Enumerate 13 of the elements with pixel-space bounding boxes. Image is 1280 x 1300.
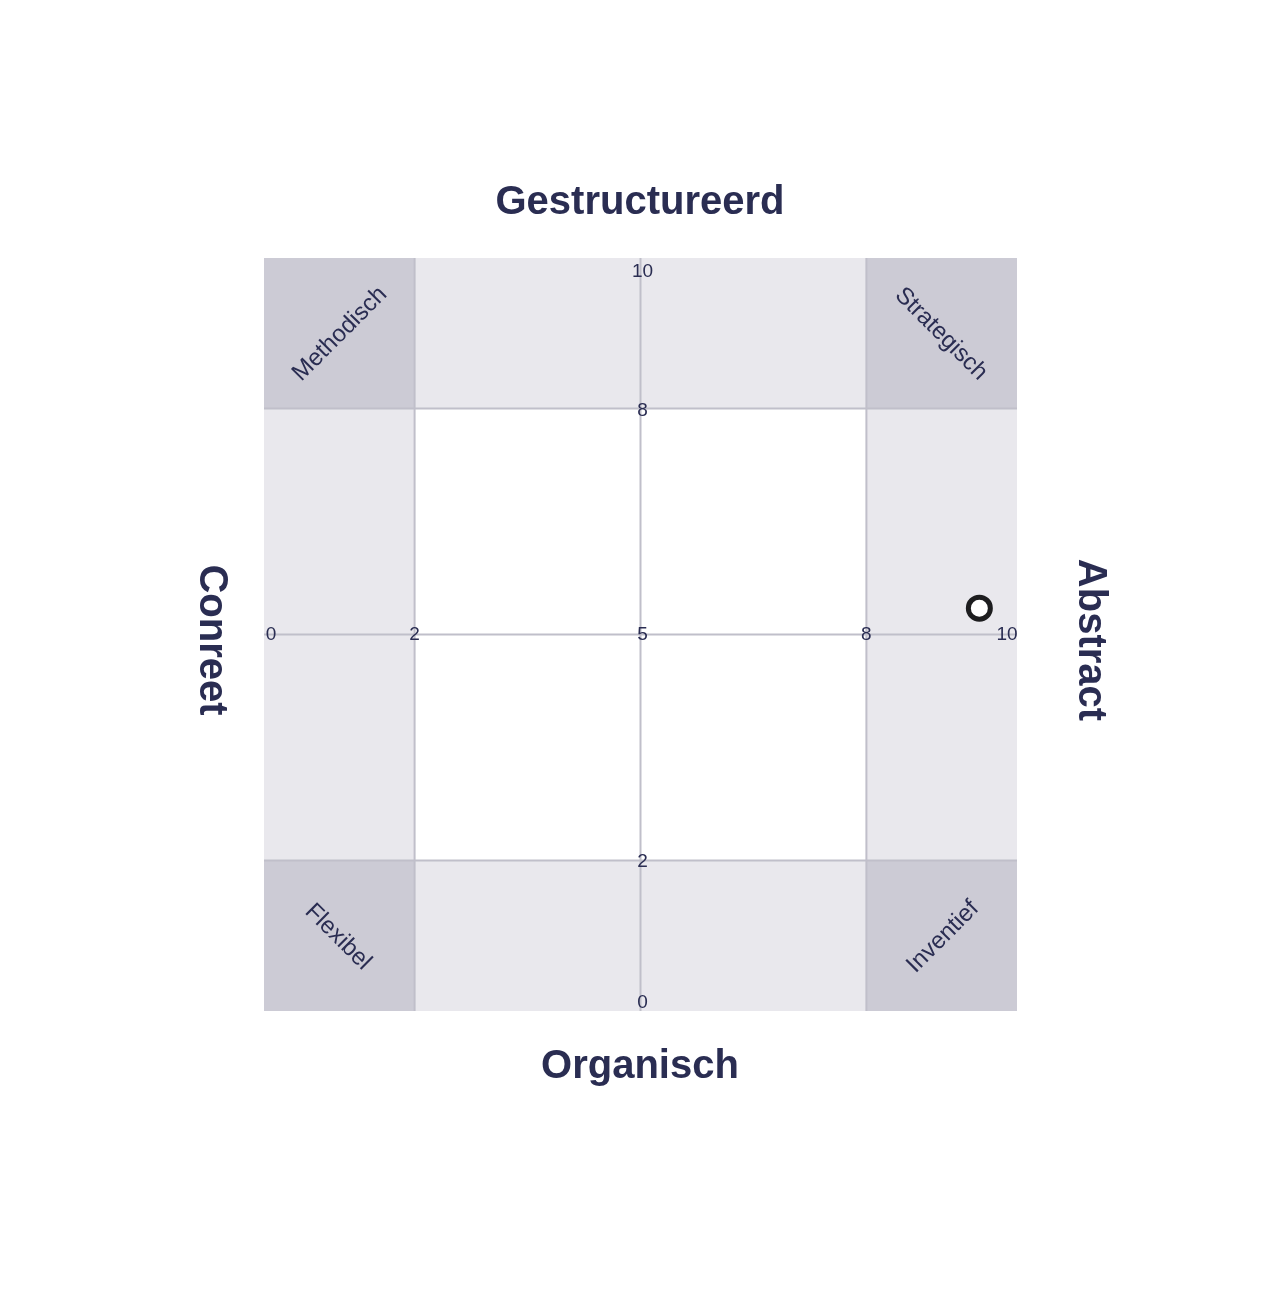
- axis-tick-label: 0: [265, 623, 277, 642]
- axis-pole-label: Abstract: [1069, 558, 1115, 722]
- axis-tick-label: 10: [631, 260, 654, 280]
- axis-pole-label: Organisch: [541, 1041, 739, 1087]
- axis-pole-label: Conreet: [190, 564, 236, 716]
- axis-pole-label: Gestructureerd: [495, 177, 785, 223]
- axis-tick-label: 8: [861, 623, 872, 642]
- axis-tick-label: 0: [637, 991, 648, 1011]
- axis-tick-label: 10: [996, 623, 1018, 642]
- axis-tick-label: 5: [637, 623, 648, 642]
- axis-tick-label: 8: [637, 399, 648, 419]
- axis-tick-label: 2: [409, 623, 420, 642]
- axis-tick-label: 2: [637, 850, 648, 870]
